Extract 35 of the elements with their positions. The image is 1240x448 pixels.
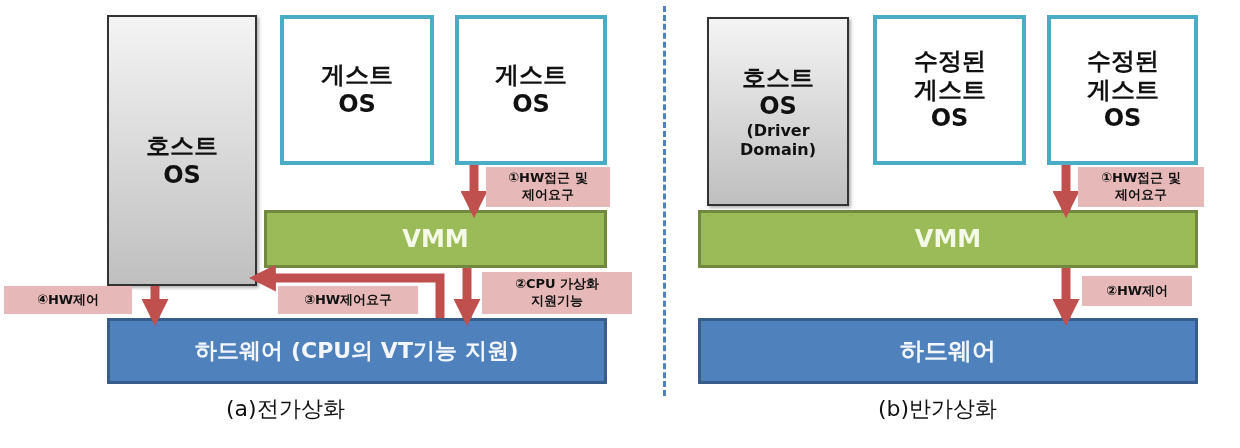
node-label: 수정된 게스트 OS (912, 46, 987, 134)
edge-label: ②HW제어 (1082, 276, 1192, 306)
arrow (141, 286, 169, 327)
guest-os-box (280, 15, 434, 165)
hw-layer (698, 318, 1198, 384)
guest-os-box (1047, 15, 1198, 165)
arrow (248, 264, 445, 318)
edge-label: ③HW제어요구 (278, 286, 418, 314)
edge-label: ①HW접근 및 제어요구 (486, 167, 610, 207)
vmm-layer (264, 210, 607, 268)
node-label: VMM (401, 224, 470, 254)
edge-label: ②CPU 가상화 지원기능 (482, 272, 632, 314)
guest-os-box (455, 15, 607, 165)
arrow (1052, 268, 1080, 327)
host-os-box (707, 17, 849, 206)
node-label: 게스트 OS (320, 61, 394, 119)
edge-label: ①HW접근 및 제어요구 (1078, 167, 1204, 207)
guest-os-box (873, 15, 1026, 165)
arrow (453, 268, 481, 327)
node-label: 수정된 게스트 OS (1085, 46, 1160, 134)
node-label: VMM (913, 224, 983, 254)
vmm-layer (698, 210, 1198, 268)
node-label: 호스트 OS (145, 132, 219, 190)
caption: (b)반가상화 (878, 395, 998, 423)
edge-label: ④HW제어 (4, 286, 132, 314)
node-label: 하드웨어 (CPU의 VT기능 지원) (194, 337, 520, 365)
host-os-box (107, 15, 257, 286)
node-label: (Driver Domain) (739, 121, 817, 160)
node-label: 호스트 OS (741, 63, 815, 122)
node-label: 게스트 OS (494, 61, 568, 119)
arrow (1052, 165, 1080, 219)
arrow (460, 165, 488, 219)
caption: (a)전가상화 (226, 395, 345, 423)
hw-layer (107, 318, 607, 384)
node-label: 하드웨어 (899, 336, 997, 366)
